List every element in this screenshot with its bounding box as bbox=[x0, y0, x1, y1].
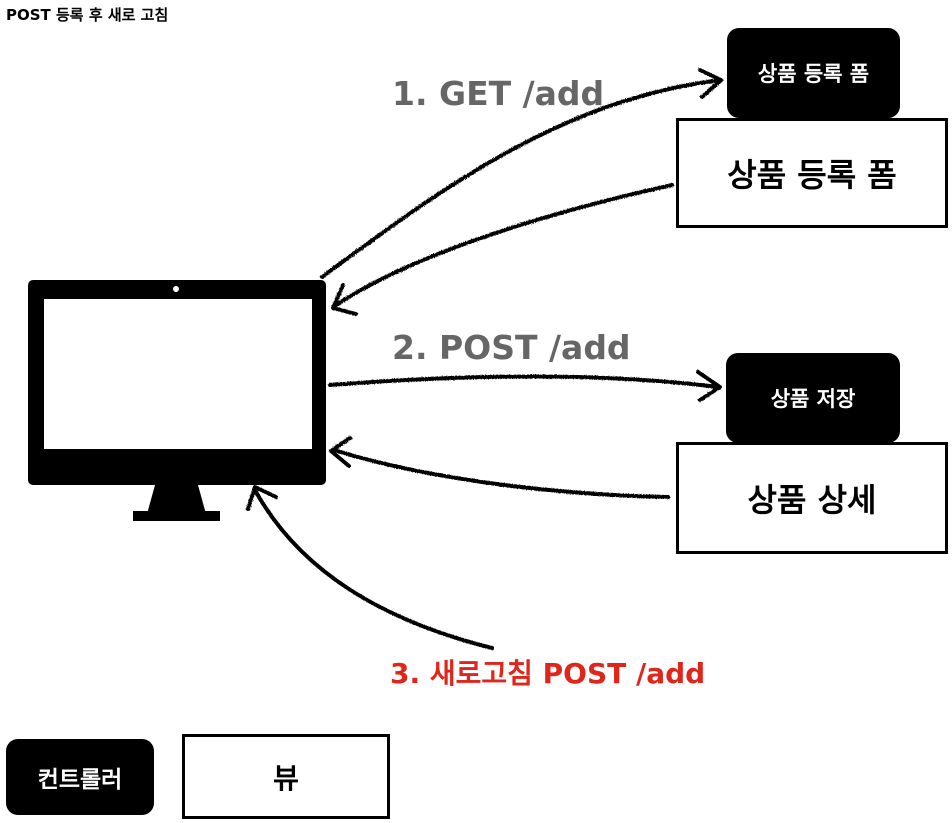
arrow-detail-response bbox=[332, 448, 670, 499]
view-form-box: 상품 등록 폼 bbox=[676, 118, 948, 228]
page-title: POST 등록 후 새로 고침 bbox=[6, 6, 169, 24]
arrow-get-request-head bbox=[698, 68, 723, 99]
arrow-form-response-head bbox=[331, 283, 358, 316]
controller-form-box: 상품 등록 폼 bbox=[727, 28, 900, 118]
step2-label: 2. POST /add bbox=[392, 328, 631, 367]
controller-save-box: 상품 저장 bbox=[726, 353, 900, 443]
arrow-form-response bbox=[334, 183, 674, 307]
step1-label: 1. GET /add bbox=[392, 74, 605, 113]
arrow-post-request-head bbox=[696, 370, 722, 402]
legend-view-box: 뷰 bbox=[182, 734, 390, 819]
arrow-detail-response-head bbox=[329, 436, 352, 468]
view-detail-box: 상품 상세 bbox=[676, 442, 948, 554]
arrow-get-request bbox=[320, 78, 722, 279]
legend-controller-box: 컨트롤러 bbox=[6, 739, 154, 815]
computer-monitor-icon bbox=[28, 280, 326, 521]
arrow-post-request bbox=[328, 374, 720, 389]
arrow-refresh-post-head bbox=[246, 485, 278, 511]
step3-label: 3. 새로고침 POST /add bbox=[390, 657, 706, 690]
arrow-refresh-post bbox=[254, 490, 494, 650]
